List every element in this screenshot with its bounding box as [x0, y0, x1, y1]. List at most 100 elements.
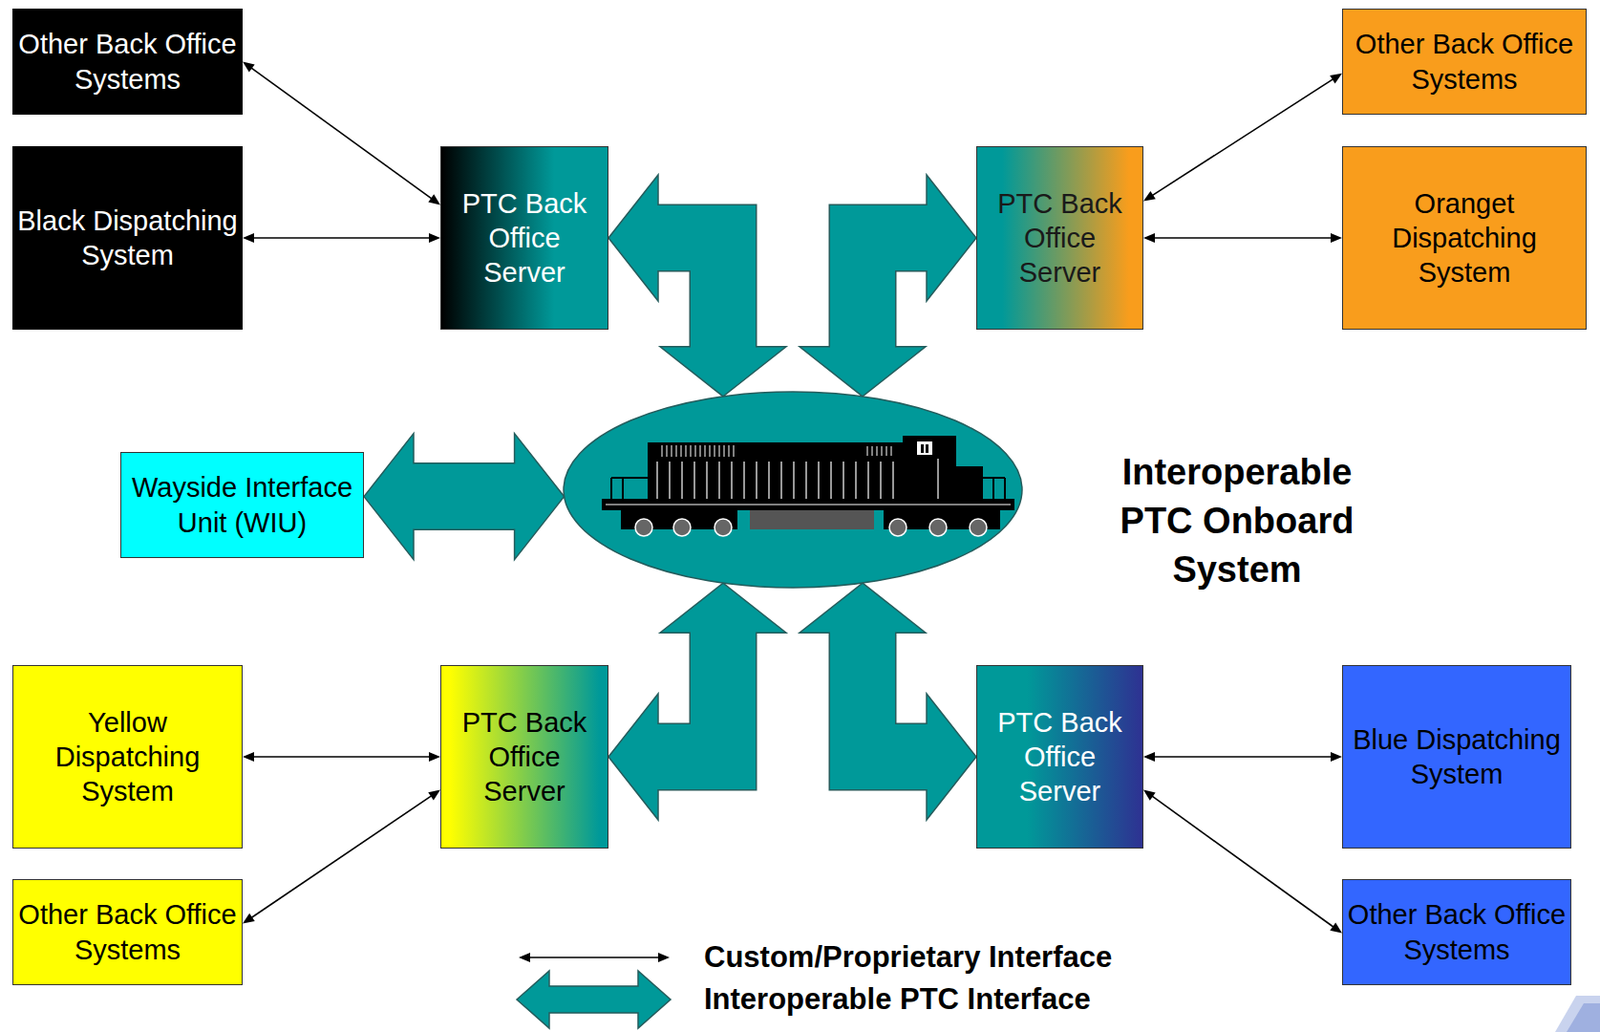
- arrow-head: [1143, 789, 1156, 801]
- dispatching-box: Yellow Dispatching System: [12, 664, 243, 849]
- interoperable-interface-arrow: [608, 174, 787, 397]
- ellipse-outline: [562, 390, 1024, 589]
- arrow-head: [660, 346, 787, 397]
- wiu-box: Wayside Interface Unit (WIU): [120, 451, 364, 558]
- arrow-head: [608, 174, 659, 301]
- arrow-head: [363, 433, 414, 560]
- arrow-shaft-outline: [656, 630, 724, 757]
- short-hood: [956, 466, 983, 503]
- arrow-head: [427, 193, 441, 205]
- back-office-box: Other Back Office Systems: [12, 8, 243, 115]
- ellipse-shape: [563, 391, 1023, 588]
- arrow-head: [926, 174, 977, 301]
- box-label: Other Back Office Systems: [17, 896, 238, 967]
- arrow-shaft: [656, 237, 724, 349]
- arrow-head: [242, 62, 256, 73]
- arrow-shaft: [252, 236, 431, 239]
- arrow-shaft: [1152, 755, 1333, 758]
- arrow-shaft-outline: [656, 237, 724, 349]
- arrow-head: [1329, 73, 1343, 85]
- proprietary-interface-arrow: [242, 62, 441, 206]
- radiator-grille: [659, 445, 736, 457]
- arrow-head: [242, 913, 256, 924]
- box-label: Other Back Office Systems: [16, 26, 239, 97]
- interoperable-interface-arrow: [363, 433, 565, 560]
- cab: [902, 435, 957, 503]
- arrow-head: [427, 789, 441, 801]
- dispatching-box: Black Dispatching System: [12, 146, 243, 330]
- server-box: PTC Back Office Server: [440, 146, 609, 330]
- arrow-head: [926, 693, 977, 820]
- arrow-shaft: [1151, 78, 1334, 196]
- box-label: PTC Back Office Server: [981, 704, 1139, 810]
- arrow-shaft: [252, 755, 431, 758]
- box-label: Wayside Interface Unit (WIU): [125, 469, 360, 540]
- arrow-head: [799, 582, 926, 633]
- arrow-shaft: [656, 630, 724, 757]
- fuel-tank: [749, 510, 875, 530]
- box-label: Other Back Office Systems: [1346, 896, 1567, 967]
- server-box: PTC Back Office Server: [976, 146, 1144, 330]
- box-label: PTC Back Office Server: [445, 704, 604, 810]
- truck: [620, 510, 738, 530]
- arrow-head: [1329, 922, 1343, 934]
- arrow-shaft-outline: [862, 630, 929, 757]
- onboard-ellipse: Interoperable PTC Onboard System: [562, 390, 1024, 589]
- corner-logo: [1555, 995, 1600, 1032]
- legend-label: Custom/Proprietary Interface: [704, 938, 1112, 976]
- interoperable-interface-arrow: [799, 174, 977, 397]
- server-box: PTC Back Office Server: [976, 664, 1144, 849]
- box-label: Black Dispatching System: [16, 203, 239, 274]
- legend-line: [529, 956, 660, 959]
- arrow-shaft-outline: [862, 237, 929, 349]
- interoperable-interface-arrow: [799, 582, 977, 820]
- cab-window: [917, 441, 933, 455]
- proprietary-interface-arrow: [1143, 73, 1343, 202]
- box-label: Oranget Dispatching System: [1346, 186, 1582, 291]
- system-heading: Interoperable PTC Onboard System: [1093, 448, 1381, 595]
- arrow-shaft: [411, 464, 517, 530]
- arrow-head: [660, 582, 787, 633]
- dispatching-box: Oranget Dispatching System: [1342, 146, 1587, 330]
- back-office-box: Other Back Office Systems: [1342, 878, 1572, 985]
- legend-thin-arrow: [518, 952, 670, 962]
- proprietary-interface-arrow: [242, 751, 441, 762]
- arrow-shaft: [250, 66, 433, 199]
- corner-logo: [1566, 1002, 1600, 1032]
- back-office-box: Other Back Office Systems: [12, 878, 243, 985]
- legend-head: [518, 952, 531, 962]
- legend-fat-arrow: [516, 970, 671, 1028]
- proprietary-interface-arrow: [242, 789, 441, 924]
- long-hood-doors: [647, 461, 903, 502]
- arrow-head: [1143, 191, 1156, 202]
- locomotive: [601, 435, 1015, 536]
- legend-block-arrow: [516, 970, 671, 1028]
- truck: [883, 510, 1001, 530]
- box-label: PTC Back Office Server: [981, 186, 1139, 291]
- arrow-head: [514, 433, 565, 560]
- box-label: Yellow Dispatching System: [17, 704, 238, 810]
- server-box: PTC Back Office Server: [440, 664, 609, 849]
- arrow-head: [608, 693, 659, 820]
- walkway-frame: [601, 498, 1015, 511]
- back-office-box: Other Back Office Systems: [1342, 8, 1587, 115]
- arrow-shaft: [1151, 794, 1335, 927]
- proprietary-interface-arrow: [1143, 233, 1343, 243]
- box-label: PTC Back Office Server: [445, 186, 604, 291]
- arrow-shaft-outline: [411, 462, 517, 531]
- wheels: [635, 518, 987, 536]
- legend-head: [658, 952, 670, 962]
- box-label: Blue Dispatching System: [1346, 722, 1567, 792]
- legend-label: Interoperable PTC Interface: [704, 981, 1091, 1018]
- radiator-grille: [864, 446, 894, 456]
- dispatching-box: Blue Dispatching System: [1342, 664, 1572, 849]
- proprietary-interface-arrow: [1143, 751, 1343, 762]
- box-label: Other Back Office Systems: [1346, 26, 1582, 97]
- arrow-shaft: [862, 237, 929, 349]
- arrow-shaft: [250, 794, 432, 918]
- long-hood-top: [647, 442, 903, 462]
- proprietary-interface-arrow: [242, 233, 441, 243]
- arrow-head: [799, 346, 926, 397]
